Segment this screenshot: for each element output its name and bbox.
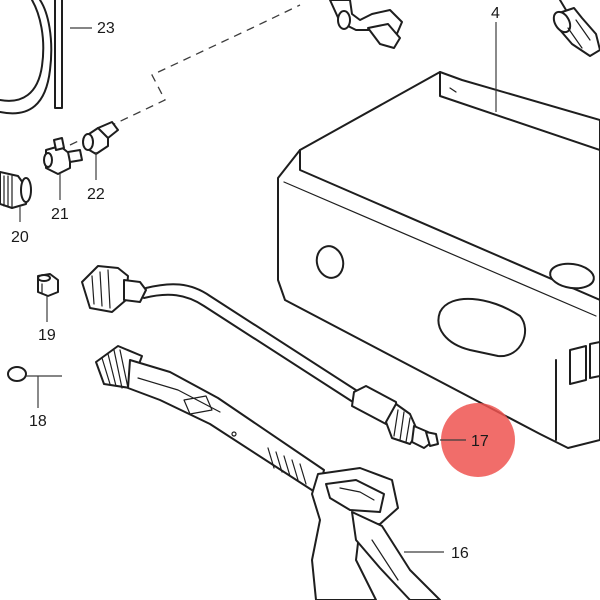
housing-part-4 (277, 71, 600, 449)
highlight-circle-17 (441, 403, 515, 477)
o-ring-part-18 (7, 366, 62, 382)
top-coupling-right (552, 0, 600, 57)
label-4: 4 (491, 5, 500, 22)
label-21: 21 (51, 206, 69, 223)
trigger-gun-part-16 (95, 345, 441, 600)
label-16: 16 (451, 545, 469, 562)
label-18: 18 (29, 413, 47, 430)
swivel-valve-part-21 (43, 137, 83, 175)
label-20: 20 (11, 229, 29, 246)
nipple-fitting-part-22 (82, 121, 119, 155)
nozzle-part-19 (37, 273, 59, 297)
label-17: 17 (471, 433, 489, 450)
top-coupling-center (329, 0, 403, 49)
assembly-dashed-line (69, 4, 301, 146)
label-19: 19 (38, 327, 56, 344)
label-23: 23 (97, 20, 115, 37)
quick-coupling-part-20 (0, 171, 32, 209)
label-22: 22 (87, 186, 105, 203)
hose-part-23 (0, 0, 63, 115)
spray-lance-part-17 (81, 265, 439, 449)
